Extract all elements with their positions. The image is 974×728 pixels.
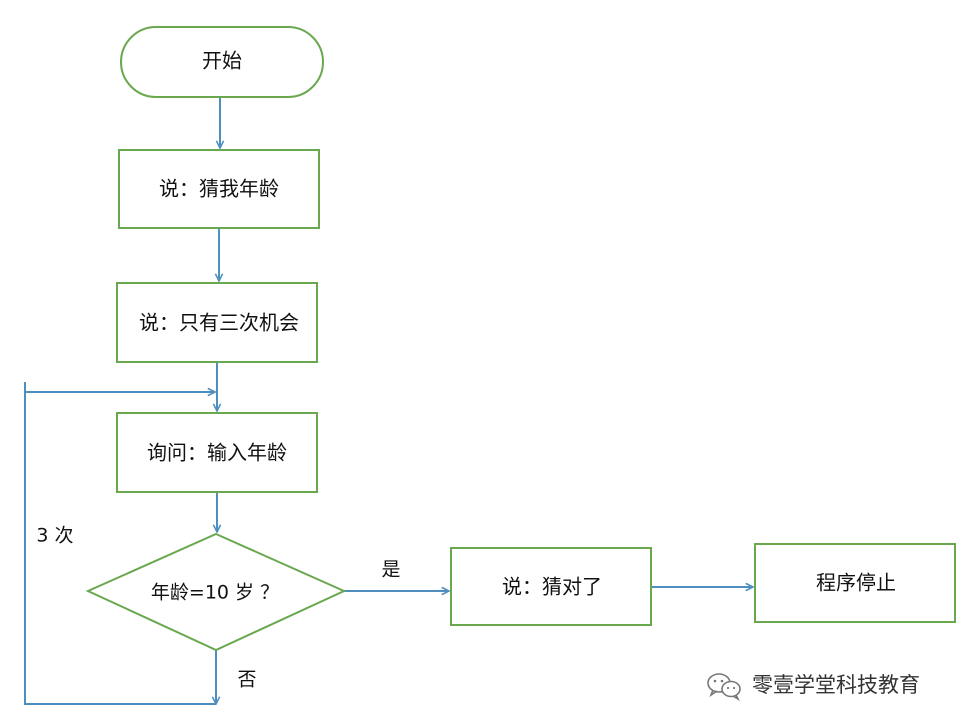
ask-input-box	[116, 412, 318, 493]
decision-label: 年龄=10 岁 ？	[151, 582, 279, 604]
no-label: 否	[237, 669, 256, 691]
correct-box	[450, 547, 652, 626]
watermark-text: 零壹学堂科技教育	[752, 673, 920, 697]
stop-box	[754, 543, 956, 623]
ask-input-label: 询问：输入年龄	[147, 441, 287, 465]
node-say-correct: 说：猜对了	[450, 547, 652, 626]
decision-diamond	[85, 532, 347, 652]
edge-loop-back	[24, 392, 216, 705]
correct-label: 说：猜对了	[502, 575, 602, 599]
node-decision: 年龄=10 岁 ？	[85, 532, 347, 652]
loop-count-label: 3 次	[36, 525, 73, 547]
guess-age-box	[118, 149, 320, 229]
watermark: 零壹学堂科技教育	[707, 673, 920, 702]
node-say-guess-age: 说：猜我年龄	[118, 149, 320, 229]
guess-age-label: 说：猜我年龄	[159, 177, 279, 201]
three-chances-label: 说：只有三次机会	[139, 311, 299, 335]
edges	[24, 97, 753, 705]
three-chances-box	[116, 282, 318, 363]
yes-label: 是	[381, 559, 400, 581]
node-say-three-chances: 说：只有三次机会	[116, 282, 318, 363]
start-terminal	[120, 26, 324, 98]
start-label: 开始	[202, 49, 242, 73]
node-start: 开始	[120, 26, 324, 98]
stop-label: 程序停止	[816, 571, 896, 595]
node-ask-input-age: 询问：输入年龄	[116, 412, 318, 493]
wechat-icon	[707, 673, 741, 702]
node-program-stop: 程序停止	[754, 543, 956, 623]
